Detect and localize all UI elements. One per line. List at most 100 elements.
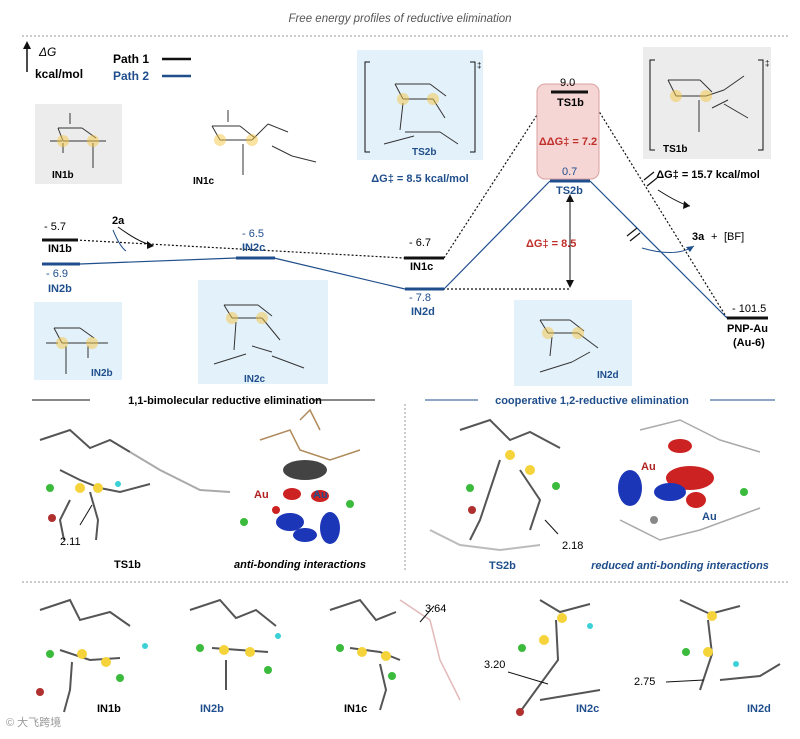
- au-highlight: [397, 93, 409, 105]
- au-atom: [357, 647, 367, 657]
- bottom-render-in1c: 3.64 IN1c: [329, 598, 461, 715]
- molecule-sticks: [189, 598, 277, 690]
- level-in2d-label: IN2d: [411, 306, 435, 318]
- path2-connectors: [79, 180, 728, 319]
- molecule-sticks: [399, 599, 461, 701]
- product-arrow-head: [686, 246, 694, 252]
- card-background: [357, 50, 483, 160]
- product-bf: [BF]: [724, 231, 744, 243]
- render-ts1b: 2.11 TS1b: [39, 428, 231, 571]
- reagent-arrow: [117, 226, 153, 246]
- orbital-lobe: [276, 513, 304, 531]
- molecule-sticks: [519, 599, 601, 713]
- bottom-label-in1c: IN1c: [344, 703, 367, 715]
- structure-card-in1c: IN1c: [188, 100, 326, 190]
- barrier-arrow-up: [566, 194, 574, 202]
- bottom-label-in1b: IN1b: [97, 703, 121, 715]
- orbital-lobe: [283, 460, 327, 480]
- card-in1c-label: IN1c: [193, 176, 215, 187]
- molecule-sticks: [429, 529, 541, 552]
- structure-card-ts1b: ‡ TS1b: [643, 47, 771, 159]
- level-product-sublabel: (Au-6): [733, 337, 765, 349]
- au-label-top: Au: [641, 461, 656, 473]
- bottom-render-in1b: IN1b: [36, 598, 148, 715]
- ts1b-render-label: TS1b: [114, 559, 141, 571]
- au-atom: [707, 611, 717, 621]
- o-atom: [36, 688, 44, 696]
- au-atom: [703, 647, 713, 657]
- reduced-antibonding-label: reduced anti-bonding interactions: [591, 560, 769, 572]
- level-in1c-energy: - 6.7: [409, 237, 431, 249]
- f-atom: [733, 661, 739, 667]
- cl-atom: [682, 648, 690, 656]
- legend-path2-label: Path 2: [113, 69, 149, 83]
- cl-atom: [388, 672, 396, 680]
- product-plus: +: [711, 231, 717, 243]
- card-background: [514, 300, 632, 386]
- bottom-render-in2b: IN2b: [189, 598, 281, 715]
- o-atom: [516, 708, 524, 716]
- au-atom: [219, 645, 229, 655]
- cl-atom: [240, 518, 248, 526]
- card-background: [35, 104, 122, 184]
- au-label-bottom: Au: [702, 511, 717, 523]
- ts1b-distance: 2.11: [60, 536, 81, 548]
- level-product-label: PNP-Au: [727, 323, 768, 335]
- in2c-distance: 3.20: [484, 659, 505, 671]
- au-highlight: [246, 134, 258, 146]
- bottom-label-in2b: IN2b: [200, 703, 224, 715]
- reagent-arrow-path2: [112, 229, 127, 252]
- path1-connectors: [75, 91, 728, 319]
- render-ts2b: 2.18 TS2b: [429, 418, 583, 572]
- structure-card-in2b: IN2b: [34, 302, 122, 380]
- product-3a: 3a: [692, 231, 705, 243]
- au-highlight: [86, 337, 98, 349]
- distance-pointer: [544, 519, 559, 535]
- barrier-arrow-down: [566, 280, 574, 288]
- render-antibonding: Au Au anti-bonding interactions: [234, 408, 366, 571]
- section-left-title: 1,1-bimolecular reductive elimination: [128, 395, 322, 407]
- au-highlight: [87, 135, 99, 147]
- card-background: [34, 302, 122, 380]
- cl-atom: [264, 666, 272, 674]
- au-atom: [381, 651, 391, 661]
- figure-title: Free energy profiles of reductive elimin…: [288, 13, 511, 25]
- axis-unit: kcal/mol: [35, 67, 83, 81]
- distance-pointer: [665, 679, 705, 683]
- axis-symbol: ΔG: [38, 45, 56, 59]
- orbital-lobe: [283, 488, 301, 500]
- bracket-left: [649, 59, 655, 151]
- orbital-lobe: [654, 483, 686, 501]
- ts2b-barrier-text: ΔG‡ = 8.5 kcal/mol: [371, 173, 469, 185]
- level-in2c-label: IN2c: [242, 242, 265, 254]
- ts1b-barrier-text: ΔG‡ = 15.7 kcal/mol: [656, 169, 760, 181]
- au-atom: [101, 657, 111, 667]
- f-atom: [115, 481, 121, 487]
- bracket-right: [470, 61, 476, 153]
- au-highlight: [214, 134, 226, 146]
- orbital-lobe: [320, 512, 340, 544]
- bottom-label-in2c: IN2c: [576, 703, 599, 715]
- f-atom: [587, 623, 593, 629]
- in2d-distance: 2.75: [634, 676, 655, 688]
- bottom-label-in2d: IN2d: [747, 703, 771, 715]
- au-highlight: [670, 90, 682, 102]
- cl-atom: [336, 644, 344, 652]
- molecule-sticks: [619, 419, 761, 541]
- level-in2c-energy: - 6.5: [242, 228, 264, 240]
- f-atom: [275, 633, 281, 639]
- card-background: [198, 280, 328, 384]
- card-ts1b-label: TS1b: [663, 144, 687, 155]
- orbital-lobe: [311, 490, 329, 502]
- ts-dagger: ‡: [765, 59, 769, 68]
- cl-atom: [46, 650, 54, 658]
- path2-barrier: ΔG‡ = 8.5: [526, 238, 576, 250]
- level-in2b-label: IN2b: [48, 283, 72, 295]
- o-atom: [48, 514, 56, 522]
- molecule-sticks: [679, 599, 781, 691]
- cl-atom: [46, 484, 54, 492]
- card-in2c-label: IN2c: [244, 374, 266, 385]
- c-atom: [650, 516, 658, 524]
